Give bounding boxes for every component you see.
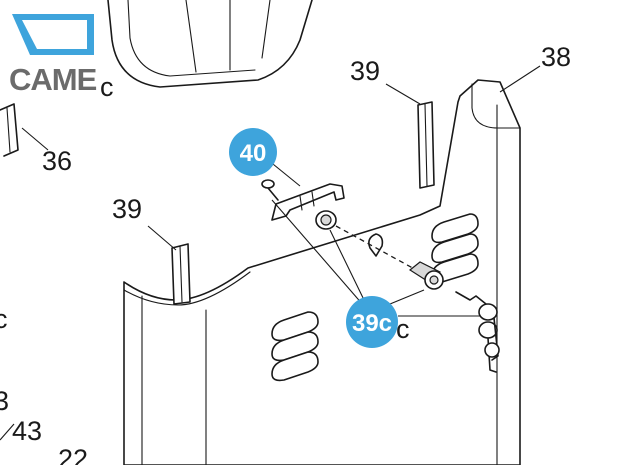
cut-label-c-left: c (0, 304, 8, 334)
logo-mark-inner (22, 20, 87, 49)
part-label-43: 43 (12, 416, 42, 446)
cut-label-c-mid: c (396, 314, 410, 344)
guide-rail-right (385, 83, 435, 189)
cylinder-lock (408, 261, 444, 290)
front-cover (123, 79, 521, 465)
vent-slots-right (431, 213, 479, 284)
lock-hole (368, 233, 384, 257)
callout-39c-text: 39c (352, 310, 392, 337)
callout-39c-circle (346, 296, 398, 348)
leader-39c-b (329, 229, 367, 305)
vent-slots-left (271, 311, 319, 382)
logo-text: CAME (9, 62, 97, 97)
guide-rail-left (147, 225, 191, 305)
cut-label-3: 3 (0, 386, 9, 416)
part-label-38: 38 (541, 42, 571, 72)
part-label-39-right: 39 (350, 56, 380, 86)
part-label-39-left: 39 (112, 194, 142, 224)
keys (455, 291, 500, 373)
screw (261, 179, 279, 201)
callout-39c: 39c (346, 296, 398, 348)
callout-40-circle (229, 128, 277, 176)
callout-40: 40 (229, 128, 277, 176)
left-fragment (0, 103, 49, 157)
part-label-36: 36 (42, 146, 72, 176)
leader-39c-c (389, 289, 425, 305)
leader-38 (499, 65, 541, 93)
leader-43 (0, 423, 15, 441)
lock-nut (315, 210, 337, 230)
part-label-22: 22 (58, 444, 88, 465)
top-housing (107, 0, 313, 88)
cut-label-c-top: c (100, 72, 114, 102)
came-logo: CAME (9, 14, 98, 97)
leader-39c-a (271, 199, 365, 307)
lock-axis-dashed (335, 225, 421, 273)
callout-40-text: 40 (240, 140, 267, 167)
lock-bracket (271, 183, 345, 221)
